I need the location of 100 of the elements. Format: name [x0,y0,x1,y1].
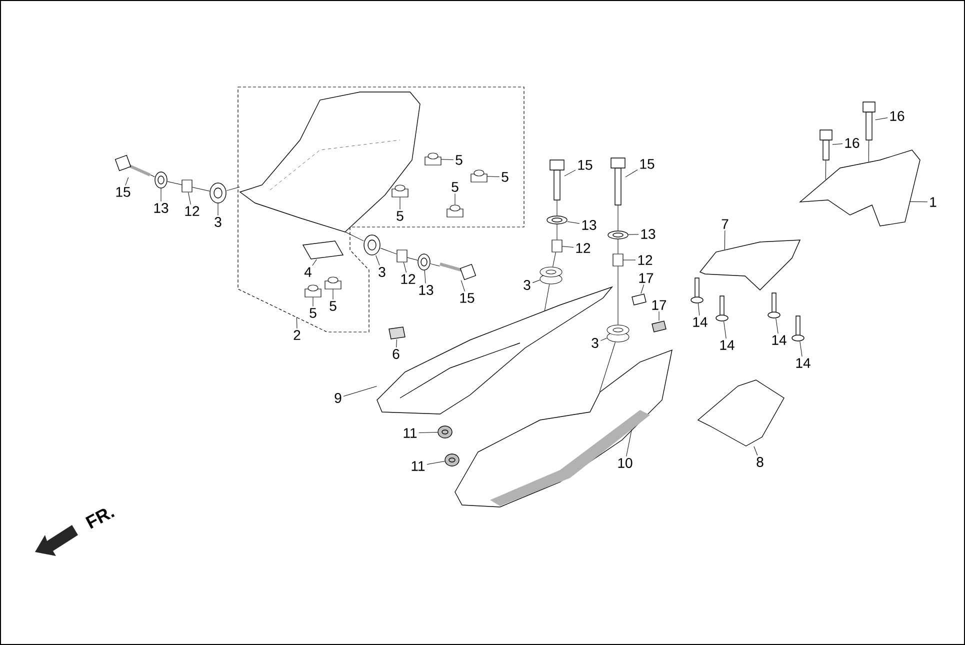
rubber-bumper [446,204,464,218]
callout-number: 5 [396,211,404,221]
screw-drawing [768,292,780,318]
grommet [540,266,562,284]
axis-line [825,160,826,180]
callout-number: 1 [930,197,936,207]
callout-number: 2 [294,330,300,340]
leader-line [396,339,397,348]
leader-line [296,316,298,329]
washer-drawing [546,216,568,224]
callout-number: 16 [845,138,860,148]
callout-number: 14 [720,340,734,350]
callout-number: 11 [412,461,425,471]
callout-number: 16 [890,111,904,121]
leader-line [376,255,380,266]
bolt-drawing [114,154,151,176]
leader-line [312,297,314,307]
callout-number: 7 [722,219,728,229]
callout-number: 9 [334,393,342,403]
callout-number: 17 [652,300,666,310]
axis-line [868,140,870,162]
bolt-drawing [820,130,832,160]
axis-line [344,231,364,242]
callout-number: 15 [116,187,130,197]
callout-number: 13 [154,203,168,213]
callout-number: 14 [772,335,786,345]
grommet-drawing [210,182,226,204]
rubber-bumper [392,184,408,198]
leader-line [658,311,660,321]
bolt-drawing [550,160,564,200]
callout-number: 5 [502,172,508,182]
axis-line [192,186,210,192]
axis-line [167,181,182,186]
leader-line [640,284,644,294]
callout-number: 5 [452,182,458,192]
collar [396,250,408,262]
pad-drawing [388,326,406,340]
leader-line [567,221,580,224]
rubber-bumper [424,152,442,166]
callout-number: 12 [401,274,416,284]
axis-line [599,342,616,392]
leader-line [343,386,377,397]
leader-line [600,338,607,341]
axis-line [556,224,558,240]
leader-line [312,259,317,266]
direction-label: FR. [85,508,115,529]
grommet [606,324,630,342]
callout-number: 3 [214,217,222,227]
washer-drawing [418,254,430,270]
axis-line [544,284,550,311]
leader-line [564,170,576,176]
callout-number: 10 [618,458,632,468]
callout-number: 5 [310,308,316,318]
callout-number: 4 [304,267,312,277]
bolt-drawing [862,102,876,140]
callout-number: 12 [638,255,652,265]
screw-drawing [792,316,804,342]
leader-line [625,169,638,178]
rubber-plug-drawing [438,426,452,438]
leader-line [487,176,500,178]
callout-number: 15 [460,293,474,303]
axis-line [552,252,556,267]
bolt-drawing [440,262,476,280]
axis-line [380,248,397,254]
leader-line [403,262,407,273]
axis-line [430,263,440,266]
callout-number: 14 [796,358,810,368]
callout-number: 3 [378,267,386,277]
leader-line [800,341,802,357]
axis-line [407,257,418,261]
leader-line [832,143,843,145]
leader-line [424,270,426,284]
leader-line [426,461,445,465]
callout-number: 13 [641,229,656,239]
clip-drawing [632,294,646,306]
callout-number: 13 [582,220,596,230]
callout-number: 5 [456,155,462,165]
leader-line [160,188,162,202]
washer-drawing [608,230,628,240]
leader-line [562,246,574,248]
axis-line [556,200,558,216]
leader-line [909,201,928,202]
rubber-bumper [304,284,322,298]
leader-line [460,280,466,292]
callout-number: 3 [524,280,530,290]
axis-line [226,186,240,191]
bolt-drawing [610,158,626,206]
leader-line [628,234,639,235]
axis-line [150,174,155,178]
leader-line [875,117,888,120]
leader-line [418,432,438,433]
callout-number: 6 [392,349,400,359]
callout-number: 15 [578,160,592,170]
collar [612,254,624,266]
leader-line [776,318,778,334]
leader-line [441,159,454,160]
screw-drawing [690,278,704,304]
callout-number: 13 [419,285,434,295]
callout-number: 12 [576,243,590,253]
callout-number: 15 [640,159,654,169]
